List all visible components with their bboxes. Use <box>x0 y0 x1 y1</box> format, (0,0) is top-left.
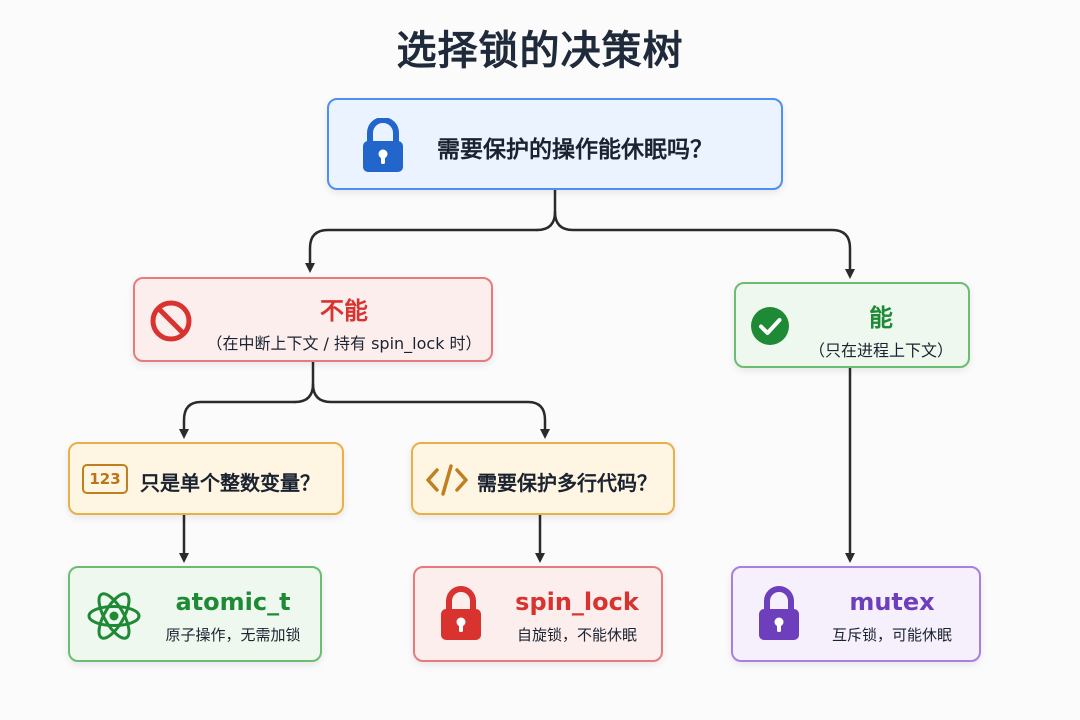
lock-icon <box>359 118 407 174</box>
mutex-description: 互斥锁，可能休眠 <box>831 626 952 644</box>
code-icon <box>425 462 469 498</box>
yes-branch-subtitle: （只在进程上下文） <box>808 341 953 360</box>
connector-root-to-yes <box>553 210 855 279</box>
multi-line-question-label: 需要保护多行代码？ <box>477 471 657 495</box>
connector-root-to-no <box>305 228 539 273</box>
mutex-leaf-node: mutex 互斥锁，可能休眠 <box>731 566 981 662</box>
spinlock-title: spin_lock <box>515 588 639 616</box>
no-branch-subtitle: （在中断上下文 / 持有 spin_lock 时） <box>206 334 482 353</box>
root-question-label: 需要保护的操作能休眠吗？ <box>437 137 713 163</box>
connector-no-to-q2 <box>311 382 550 439</box>
multi-line-question-node: 需要保护多行代码？ <box>411 442 675 515</box>
atomic-description: 原子操作，无需加锁 <box>165 626 301 644</box>
no-branch-title: 不能 <box>320 297 368 325</box>
prohibited-icon <box>149 299 193 343</box>
lock-icon <box>439 586 483 642</box>
single-variable-question-label: 只是单个整数变量？ <box>140 471 320 495</box>
yes-branch-title: 能 <box>869 304 893 332</box>
diagram-title: 选择锁的决策树 <box>396 28 684 74</box>
atomic-leaf-node: atomic_t 原子操作，无需加锁 <box>68 566 322 662</box>
single-variable-question-node: 123 只是单个整数变量？ <box>68 442 344 515</box>
connector-no-stem <box>293 360 315 404</box>
lock-icon <box>757 586 801 642</box>
mutex-title: mutex <box>849 588 935 616</box>
atom-icon <box>86 588 142 644</box>
root-question-node: 需要保护的操作能休眠吗？ <box>327 98 783 190</box>
check-circle-icon <box>750 306 790 346</box>
yes-branch-node: 能 （只在进程上下文） <box>734 282 970 368</box>
number-icon: 123 <box>82 464 128 494</box>
spinlock-description: 自旋锁，不能休眠 <box>516 626 637 644</box>
connector-root-stem <box>535 188 557 232</box>
atomic-title: atomic_t <box>175 588 291 616</box>
connector-no-to-q1 <box>179 400 297 439</box>
spinlock-leaf-node: spin_lock 自旋锁，不能休眠 <box>413 566 663 662</box>
no-branch-node: 不能 （在中断上下文 / 持有 spin_lock 时） <box>133 277 493 362</box>
